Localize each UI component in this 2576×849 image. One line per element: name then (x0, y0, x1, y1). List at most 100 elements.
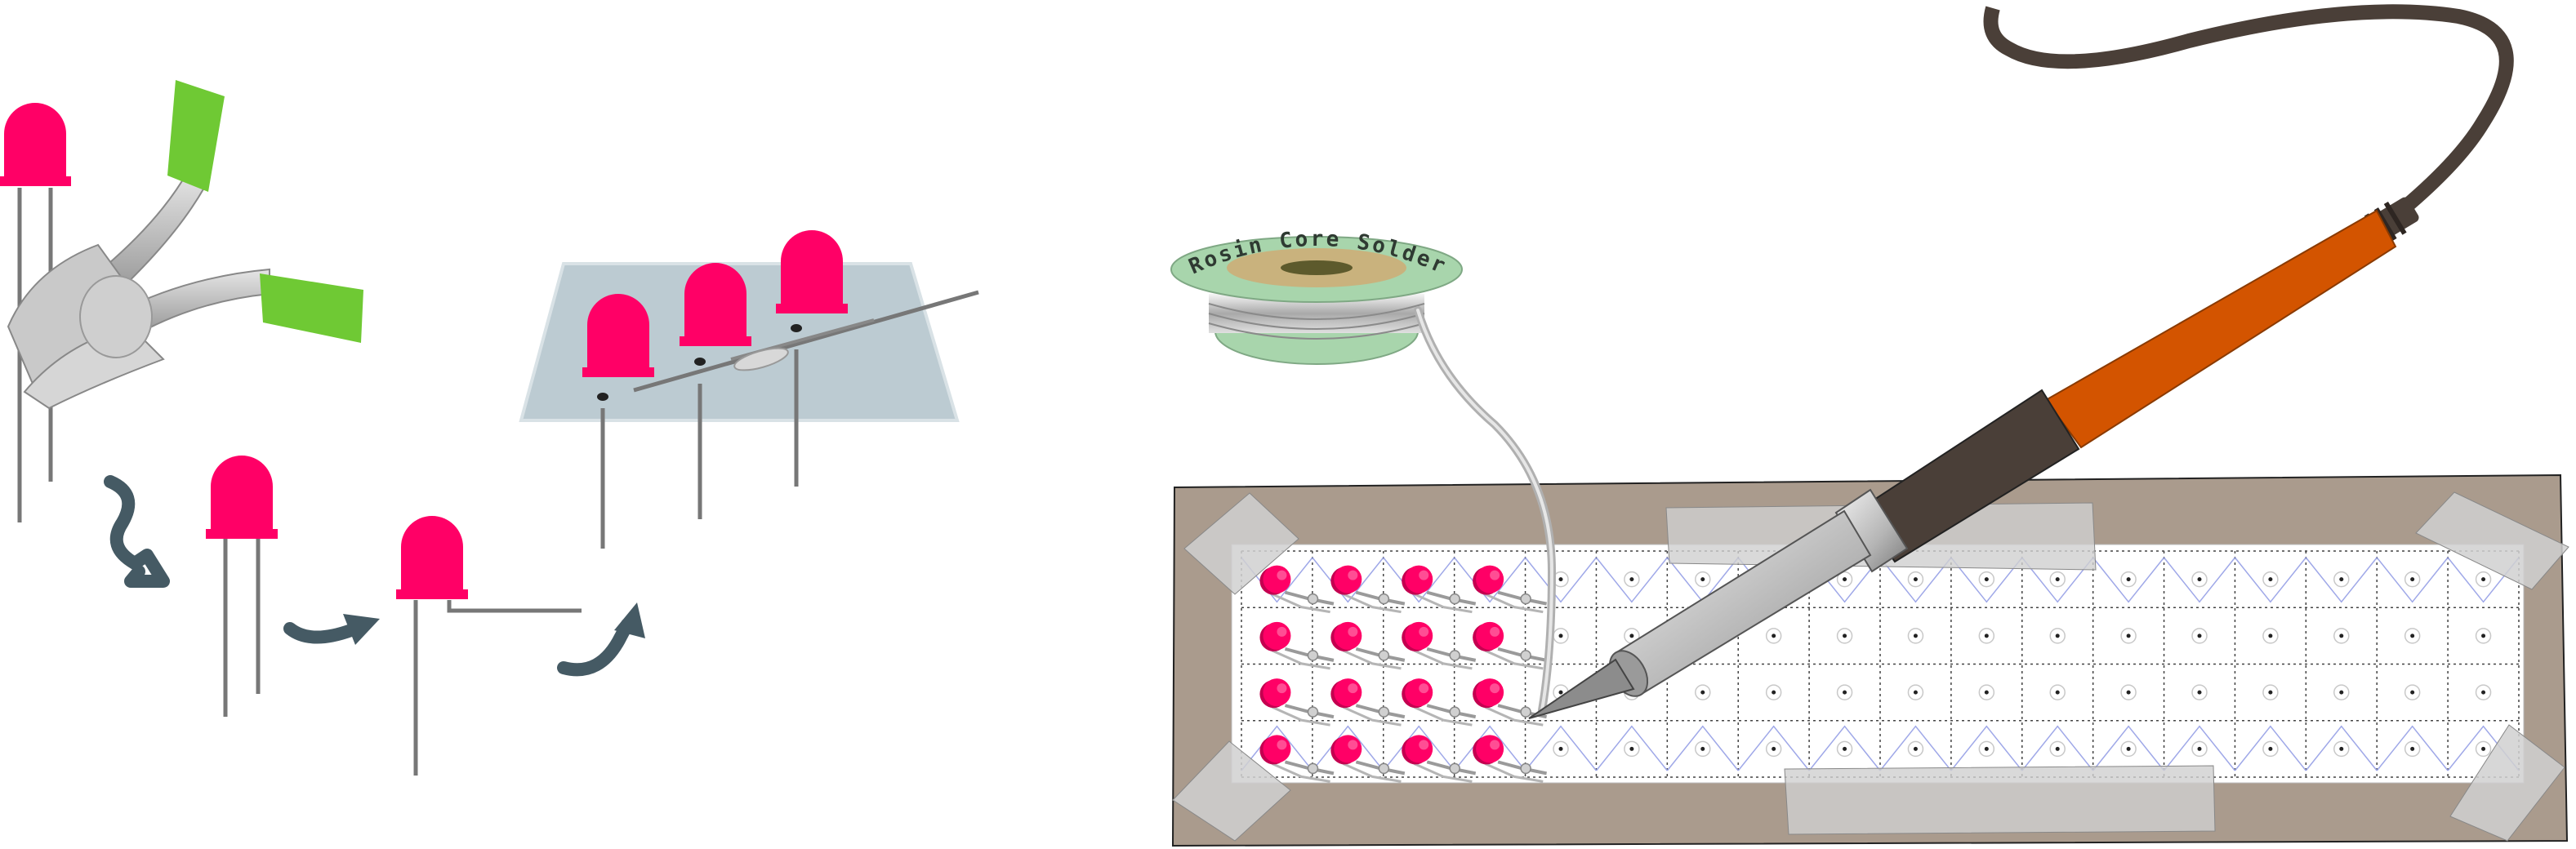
matrix-tray (1171, 473, 2569, 847)
matrix-hole-dot (1558, 577, 1563, 582)
guide-line (2376, 557, 2449, 603)
matrix-led-lead (1484, 705, 1544, 727)
solder-joint (1378, 706, 1390, 718)
matrix-hole-dot (1558, 633, 1563, 638)
step3-led-bent-lead (396, 516, 582, 776)
guide-line (1312, 557, 1384, 603)
guide-line (1524, 557, 1598, 603)
matrix-hole-dot (1984, 577, 1989, 582)
guide-line (2376, 725, 2449, 771)
guide-line (2092, 725, 2165, 771)
matrix-hole-dot (2126, 690, 2131, 695)
matrix-led (1473, 735, 1504, 765)
matrix-led (1473, 565, 1504, 595)
step4-leds-on-board (519, 230, 979, 549)
solder-joint (1378, 762, 1390, 775)
solder-joint (1378, 650, 1390, 661)
matrix-hole-dot (1843, 746, 1847, 751)
matrix-hole-dot (2197, 690, 2202, 695)
matrix-led (1259, 565, 1291, 595)
guide-line (1383, 725, 1455, 771)
iron-tip (1528, 658, 1635, 719)
matrix-led-lead (1413, 649, 1473, 670)
matrix-hole-dot (1772, 633, 1776, 638)
matrix-hole-dot (1984, 633, 1989, 638)
matrix-hole-dot (2268, 633, 2273, 638)
matrix-led (1473, 678, 1504, 709)
guide-line (1524, 725, 1598, 771)
matrix-led-lead (1342, 593, 1402, 614)
matrix-hole-dot (1629, 746, 1634, 751)
guide-line (1595, 557, 1668, 603)
solder-joint (1307, 762, 1319, 775)
matrix-hole-dot (1913, 577, 1918, 582)
matrix-hole-dot (1843, 633, 1847, 638)
iron-power-cord (1983, 4, 2514, 220)
matrix-hole-dot (2268, 746, 2273, 751)
matrix-hole-dot (2055, 690, 2060, 695)
guide-line (1808, 725, 1881, 771)
matrix-hole-dot (2339, 633, 2344, 638)
step-arrow-1 (104, 475, 170, 588)
solder-spool: Rosin Core Solder (1170, 227, 1557, 714)
matrix-led-lead (1413, 593, 1473, 614)
matrix-hole-dot (2055, 577, 2060, 582)
matrix-led (1402, 621, 1433, 651)
matrix-hole-dot (1984, 690, 1989, 695)
matrix-led-lead (1413, 762, 1473, 783)
matrix-hole-dot (1772, 690, 1776, 695)
guide-line (2163, 557, 2236, 603)
matrix-led (1473, 621, 1504, 651)
solder-joint (1449, 593, 1460, 605)
guide-line (1454, 557, 1526, 603)
matrix-hole-dot (1558, 746, 1563, 751)
solder-joint (1307, 706, 1319, 718)
guide-line (2092, 557, 2165, 603)
matrix-hole-dot (2410, 633, 2415, 638)
matrix-holes (1553, 571, 2492, 758)
matrix-hole-dot (1558, 690, 1563, 695)
matrix-hole-dot (1913, 690, 1918, 695)
matrix-leds (1259, 565, 1504, 765)
matrix-led (1402, 565, 1433, 595)
solder-joint (1307, 593, 1319, 605)
matrix-led-lead (1484, 593, 1544, 614)
guide-line (1454, 725, 1526, 771)
matrix-led (1402, 678, 1433, 709)
matrix-hole-dot (2339, 746, 2344, 751)
matrix-hole-dot (1629, 633, 1634, 638)
solder-joint (1520, 593, 1531, 605)
step1-led-with-cutters (0, 80, 363, 522)
matrix-led (1402, 735, 1433, 765)
matrix-hole-dot (1984, 746, 1989, 751)
solder-joint (1449, 762, 1460, 775)
matrix-hole-dot (2481, 690, 2486, 695)
matrix-hole-dot (2481, 746, 2486, 751)
matrix-hole-dot (2268, 577, 2273, 582)
guide-line (2234, 557, 2306, 603)
matrix-led-lead (1342, 649, 1402, 670)
matrix-led (1259, 735, 1291, 765)
matrix-hole-dot (2055, 633, 2060, 638)
iron-handle (2044, 209, 2397, 449)
guide-line (1950, 557, 2023, 603)
matrix-led-lead (1484, 762, 1544, 783)
matrix-hole-dot (1843, 690, 1847, 695)
matrix-hole-dot (1913, 633, 1918, 638)
matrix-hole-dot (1843, 577, 1847, 582)
matrix-led (1259, 678, 1291, 709)
matrix-led (1259, 621, 1291, 651)
guide-line (2305, 557, 2378, 603)
matrix-hole-dot (2197, 633, 2202, 638)
solder-joint (1449, 650, 1460, 661)
step-arrow-3 (557, 602, 645, 677)
guide-line (1666, 725, 1739, 771)
matrix-solder-wires (1271, 590, 1548, 783)
guide-line (2234, 725, 2306, 771)
matrix-hole-dot (2481, 577, 2486, 582)
matrix-hole-dot (2197, 746, 2202, 751)
guide-line (1879, 725, 1952, 771)
guide-line (2305, 725, 2378, 771)
matrix-led (1330, 735, 1362, 765)
matrix-led-lead (1342, 705, 1402, 727)
